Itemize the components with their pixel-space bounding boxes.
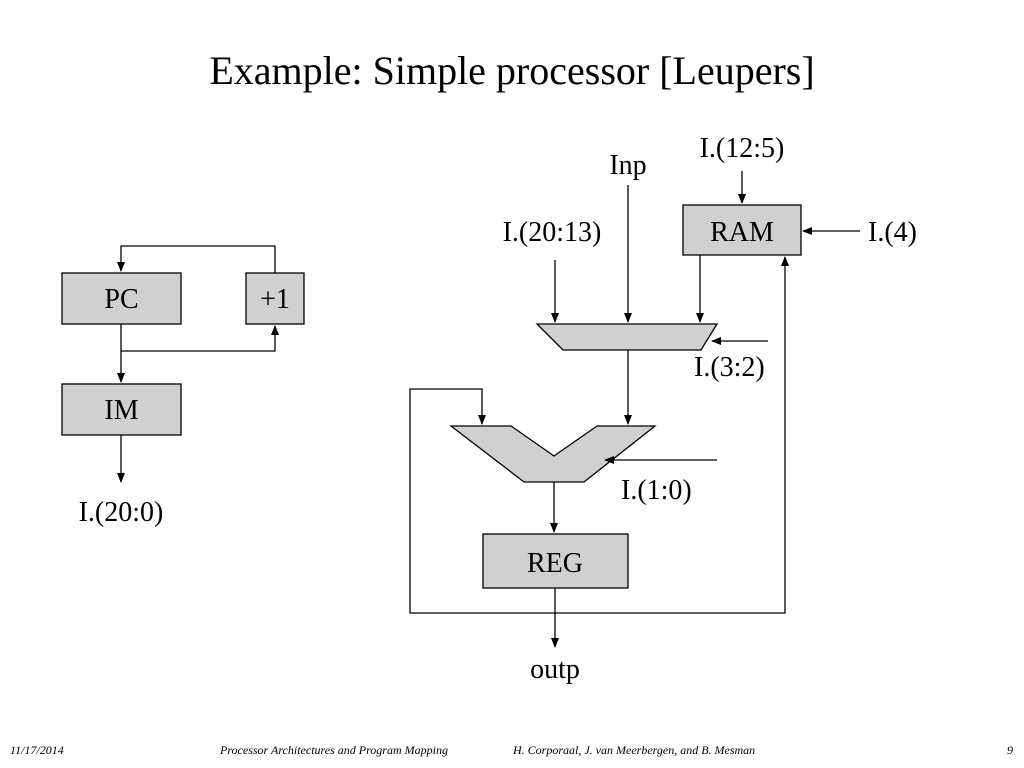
- im-box: [61, 383, 182, 436]
- incrementer-label: +1: [260, 284, 290, 315]
- im-output-label: I.(20:0): [79, 497, 164, 528]
- feedback-to-alu-wire: [409, 388, 555, 614]
- outp-label: outp: [530, 654, 580, 685]
- slide-title: Example: Simple processor [Leupers]: [209, 48, 815, 93]
- pc-label: PC: [104, 284, 138, 315]
- incrementer-block: +1: [245, 272, 305, 325]
- pc-box: [61, 272, 182, 325]
- footer-authors: H. Corporaal, J. van Meerbergen, and B. …: [513, 743, 756, 757]
- reg-label: REG: [527, 548, 583, 579]
- incrementer-to-pc-wire: [117, 245, 276, 273]
- feedback-to-ram-wire: [555, 256, 789, 614]
- im-label: IM: [104, 395, 138, 426]
- reg-block: REG: [482, 533, 629, 589]
- ram-address-label: I.(12:5): [700, 133, 785, 164]
- im-block: IM: [61, 383, 182, 436]
- mux-select-label: I.(3:2): [694, 352, 765, 383]
- footer-course: Processor Architectures and Program Mapp…: [220, 743, 448, 757]
- ram-label: RAM: [710, 217, 774, 248]
- footer-date: 11/17/2014: [10, 743, 64, 757]
- pc-to-incrementer-wire: [121, 325, 279, 352]
- reg-box: [482, 533, 629, 589]
- ram-box: [682, 204, 802, 256]
- inp-label: Inp: [609, 150, 646, 181]
- constant-input-label: I.(20:13): [503, 217, 602, 248]
- footer-page-number: 9: [1007, 743, 1013, 757]
- pc-block: PC: [61, 272, 182, 325]
- alu: [449, 425, 657, 483]
- ram-write-enable-label: I.(4): [868, 217, 917, 248]
- alu-select-label: I.(1:0): [621, 475, 692, 506]
- ram-block: RAM: [682, 204, 802, 256]
- input-multiplexer: [535, 323, 719, 351]
